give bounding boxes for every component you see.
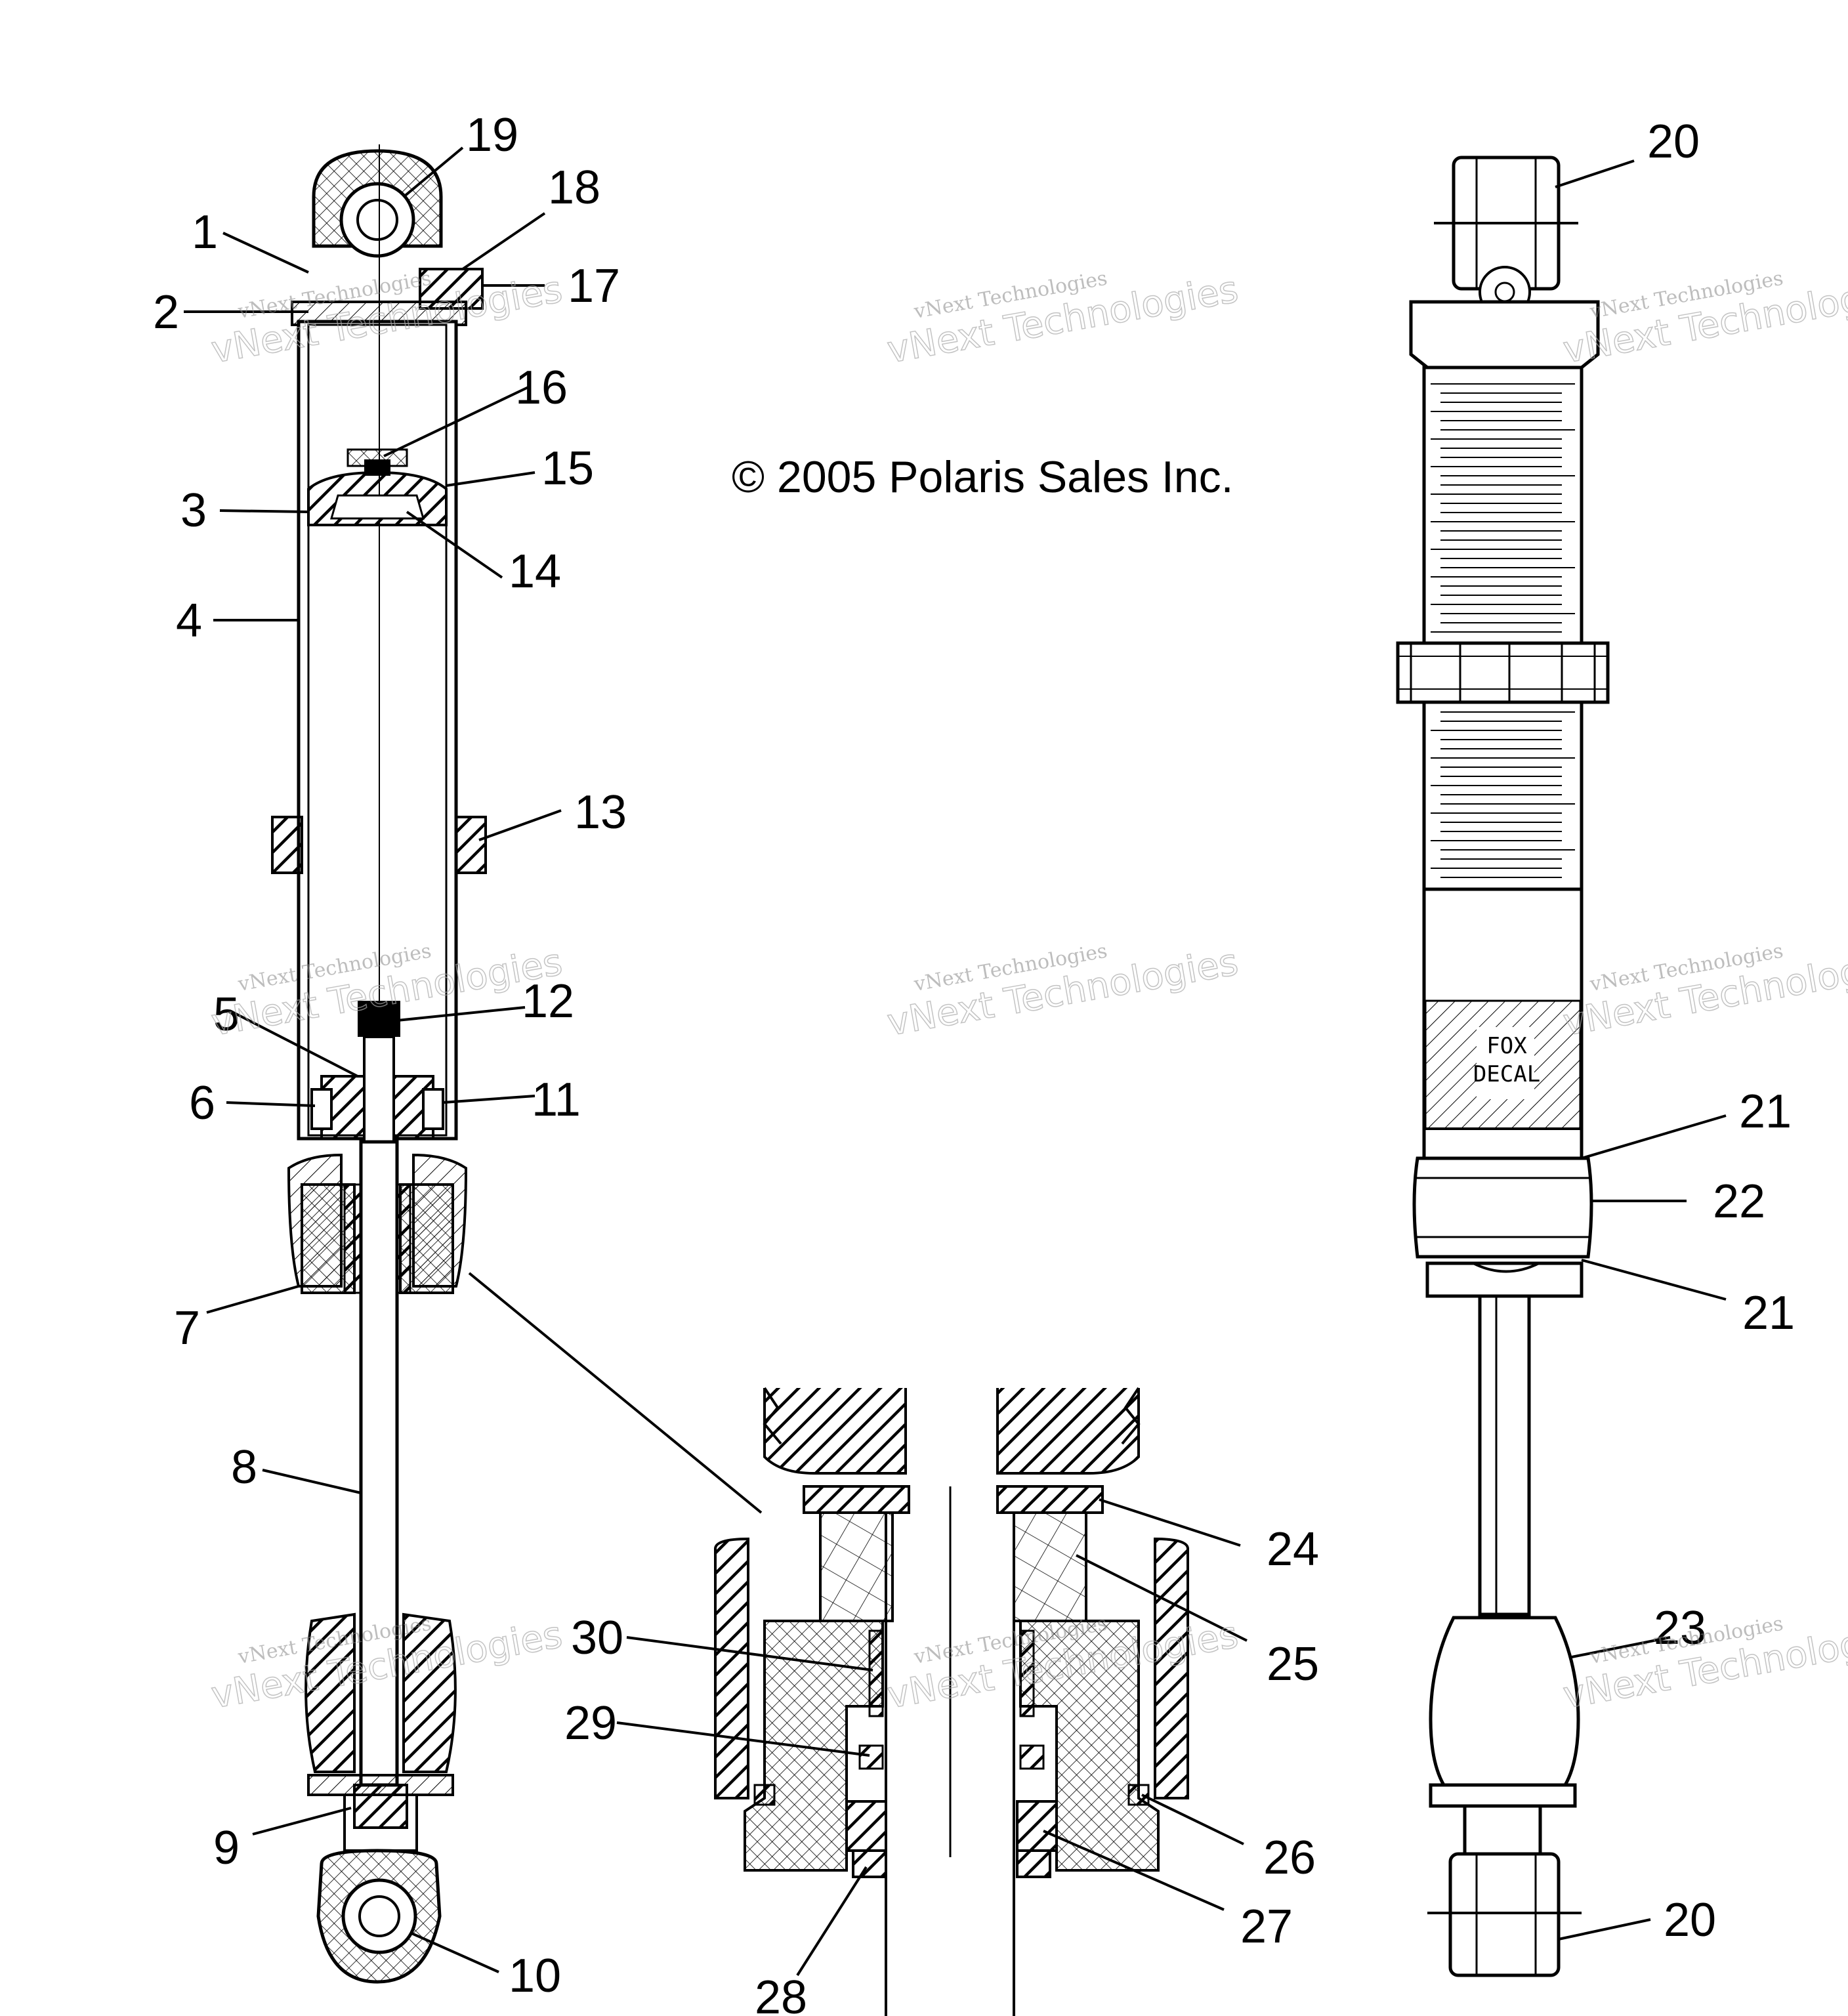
callout-28: 28 <box>755 1971 807 2016</box>
callout-8: 8 <box>231 1441 257 1494</box>
callout-9: 9 <box>213 1822 240 1874</box>
callout-20-top: 20 <box>1647 116 1700 168</box>
callout-14: 14 <box>509 545 561 598</box>
callout-16: 16 <box>515 362 568 414</box>
callout-30: 30 <box>571 1612 623 1664</box>
shock-cross-section <box>271 144 487 1984</box>
callout-22: 22 <box>1713 1175 1765 1228</box>
callout-5: 5 <box>213 988 240 1041</box>
callout-11: 11 <box>532 1074 581 1126</box>
callout-19: 19 <box>466 109 518 161</box>
seal-head-detail <box>714 1387 1189 2016</box>
shock-exterior: FOX DECAL <box>1396 156 1610 1977</box>
callout-21-lower: 21 <box>1742 1287 1795 1339</box>
copyright-notice: © 2005 Polaris Sales Inc. <box>732 452 1234 502</box>
callout-21-upper: 21 <box>1739 1085 1792 1138</box>
callout-29: 29 <box>564 1697 617 1750</box>
callout-numbers: 1 2 3 4 5 6 7 8 9 10 11 12 13 14 15 16 1… <box>153 109 1795 2016</box>
callout-25: 25 <box>1267 1638 1319 1690</box>
callout-6: 6 <box>189 1077 215 1129</box>
callout-3: 3 <box>180 484 207 537</box>
callout-18: 18 <box>548 161 600 214</box>
callout-20-bottom: 20 <box>1664 1894 1716 1946</box>
callout-7: 7 <box>174 1302 200 1354</box>
callout-17: 17 <box>568 260 620 312</box>
callout-24: 24 <box>1267 1523 1319 1576</box>
callout-1: 1 <box>192 206 218 259</box>
fox-decal-line2: DECAL <box>1473 1061 1540 1087</box>
callout-26: 26 <box>1263 1832 1316 1884</box>
callout-2: 2 <box>153 286 179 339</box>
callout-13: 13 <box>574 786 627 839</box>
callout-15: 15 <box>541 442 594 495</box>
callout-12: 12 <box>522 975 574 1028</box>
callout-10: 10 <box>509 1950 561 2002</box>
callout-27: 27 <box>1240 1900 1293 1953</box>
fox-decal-line1: FOX <box>1486 1033 1527 1059</box>
callout-4: 4 <box>176 595 202 647</box>
leader-lines <box>184 146 1727 1977</box>
callout-23: 23 <box>1654 1602 1706 1654</box>
